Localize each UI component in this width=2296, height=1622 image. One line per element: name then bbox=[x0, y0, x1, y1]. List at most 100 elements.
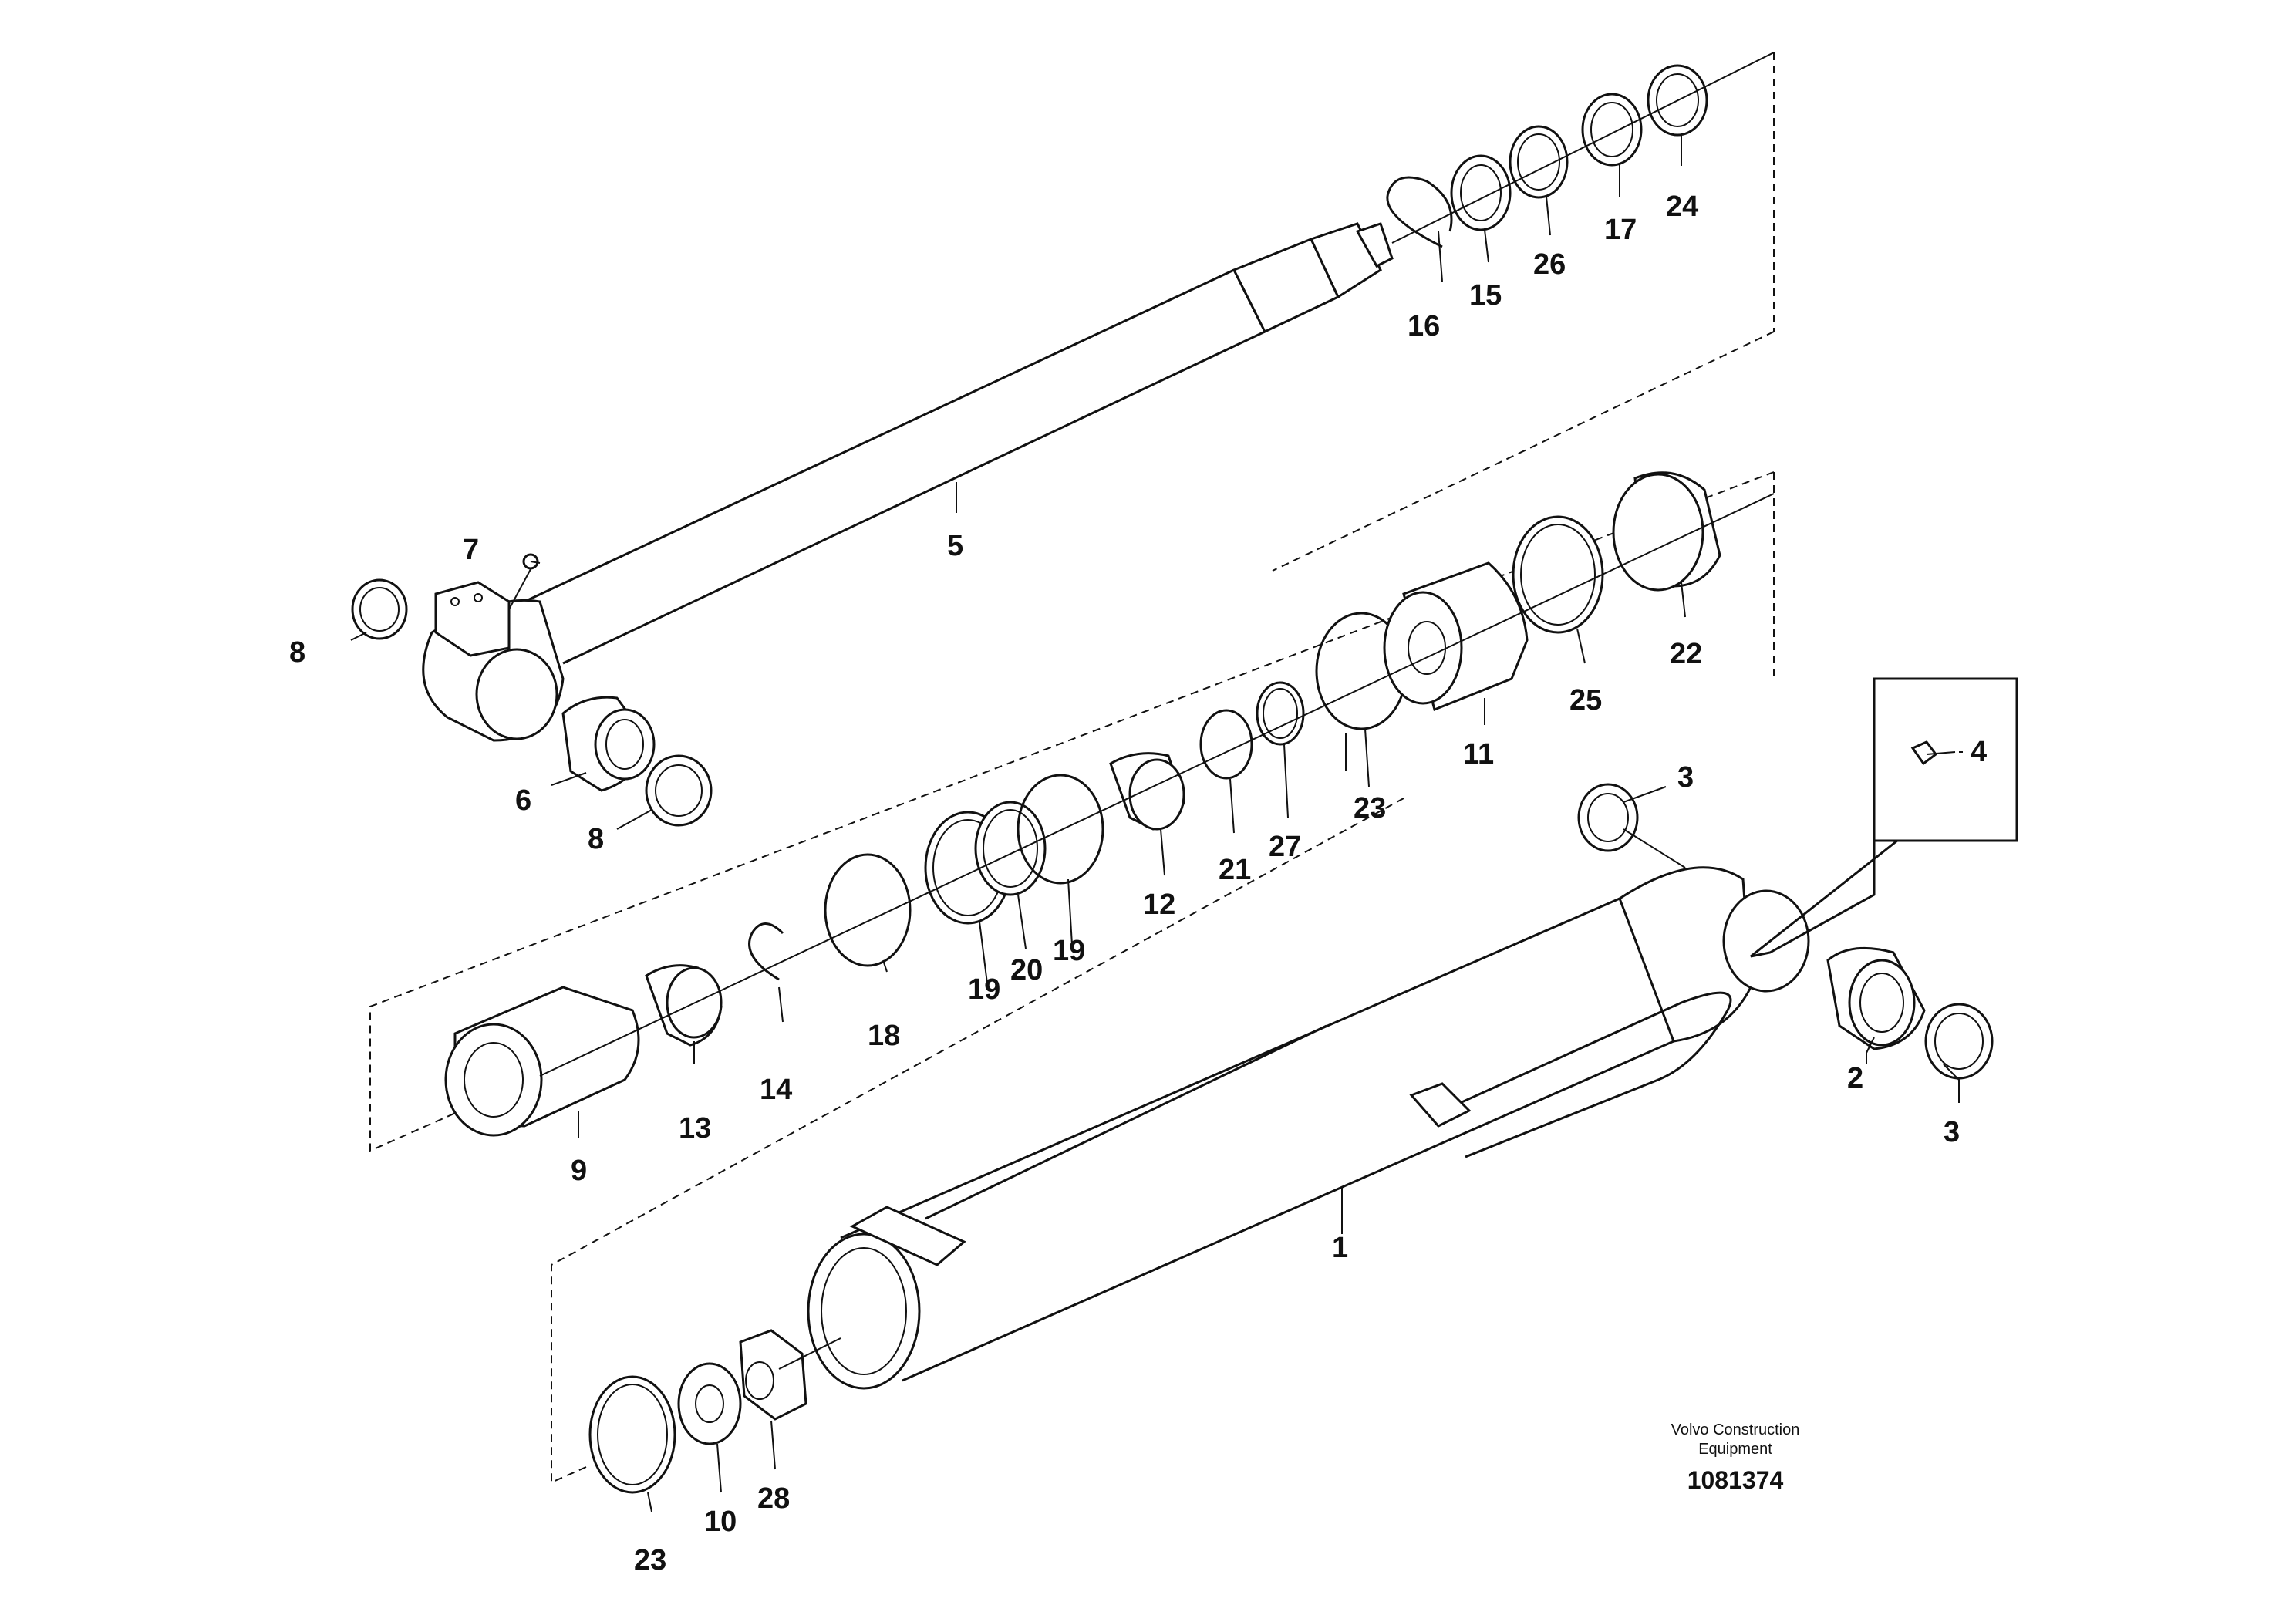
barrel-open-end bbox=[807, 1233, 921, 1390]
label-11: 11 bbox=[1463, 738, 1494, 771]
label-6: 6 bbox=[515, 784, 531, 817]
snap-ring-16 bbox=[1386, 176, 1453, 248]
seal-15-inner bbox=[1460, 164, 1502, 221]
label-12: 12 bbox=[1143, 889, 1175, 921]
ring-25-outer bbox=[1512, 515, 1604, 634]
rod-top-seals bbox=[1386, 52, 1775, 248]
rod-body bbox=[524, 268, 1266, 665]
seal-17-outer bbox=[1581, 93, 1643, 167]
label-8-right: 8 bbox=[588, 823, 604, 855]
label-23-top: 23 bbox=[1354, 792, 1386, 824]
label-8-left: 8 bbox=[289, 636, 305, 669]
block-hole-2 bbox=[474, 593, 483, 602]
barrel-axis-line bbox=[778, 1337, 841, 1370]
seal-3-top-inner bbox=[1587, 793, 1629, 842]
washer-10-outer bbox=[677, 1362, 742, 1445]
piston-9-face bbox=[444, 1023, 543, 1137]
ring-23b-inner bbox=[597, 1384, 668, 1485]
label-7: 7 bbox=[463, 534, 479, 566]
footer-branding: Volvo Construction Equipment 1081374 bbox=[1671, 1421, 1800, 1494]
dust-seal-8b-inner bbox=[655, 764, 703, 817]
label-9: 9 bbox=[571, 1155, 587, 1187]
label-16: 16 bbox=[1408, 310, 1440, 342]
part-labels: 1 2 3 3 4 5 6 7 8 8 9 10 11 12 13 14 15 … bbox=[289, 191, 1987, 1576]
label-25: 25 bbox=[1569, 684, 1602, 717]
rod-axis-line bbox=[1391, 52, 1775, 244]
ring-25-inner bbox=[1520, 524, 1596, 626]
barrel-end-bore bbox=[1722, 889, 1810, 993]
gland-11-face bbox=[1383, 591, 1463, 705]
rod-tip bbox=[1355, 222, 1394, 268]
block-hole-1 bbox=[450, 597, 460, 606]
leader-lines bbox=[350, 135, 1963, 1512]
rod-group-frame bbox=[1272, 52, 1775, 572]
pipe-fitting bbox=[1409, 1082, 1472, 1128]
ring-21 bbox=[1199, 709, 1253, 780]
bushing-6 bbox=[561, 696, 656, 792]
fitting-leader bbox=[508, 568, 531, 610]
barrel-group-frame bbox=[551, 798, 1404, 1484]
document-number: 1081374 bbox=[1687, 1466, 1784, 1494]
label-23-bottom: 23 bbox=[634, 1544, 666, 1576]
label-26: 26 bbox=[1533, 248, 1566, 281]
barrel-bottom-edge bbox=[902, 1040, 1674, 1382]
seal-3-leader-axis bbox=[1623, 828, 1686, 868]
label-1: 1 bbox=[1332, 1232, 1348, 1264]
ring-27-inner bbox=[1263, 688, 1298, 739]
grease-fitting-4 bbox=[1910, 740, 1938, 766]
label-2: 2 bbox=[1847, 1062, 1863, 1094]
seal-26-outer bbox=[1509, 125, 1569, 199]
label-19-left: 19 bbox=[968, 973, 1000, 1006]
seal-17-inner bbox=[1590, 102, 1633, 157]
group-frames bbox=[369, 52, 1775, 1484]
ring-20-outer bbox=[974, 801, 1047, 896]
ring-23b-outer bbox=[588, 1375, 676, 1494]
seal-24-inner bbox=[1656, 73, 1699, 127]
piston-9-bore bbox=[464, 1042, 524, 1118]
label-3-top: 3 bbox=[1677, 761, 1694, 794]
label-28: 28 bbox=[757, 1482, 790, 1515]
label-13: 13 bbox=[679, 1112, 711, 1145]
cylinder-barrel bbox=[807, 866, 1810, 1390]
brand-line-2: Equipment bbox=[1698, 1441, 1772, 1458]
ring-20-inner bbox=[983, 809, 1038, 888]
label-27: 27 bbox=[1269, 831, 1301, 863]
label-15: 15 bbox=[1469, 279, 1502, 312]
barrel-open-end-inner bbox=[821, 1247, 907, 1375]
seal-26-inner bbox=[1517, 133, 1560, 191]
label-20: 20 bbox=[1010, 954, 1043, 986]
ring-14 bbox=[748, 922, 784, 981]
barrel-end-cap bbox=[1618, 866, 1752, 1043]
label-24: 24 bbox=[1666, 191, 1698, 223]
rod-eye-bore bbox=[475, 648, 558, 740]
dust-seal-8-inner bbox=[359, 587, 400, 632]
ring-19b bbox=[1017, 774, 1104, 885]
seal-3-bottom-inner bbox=[1934, 1013, 1984, 1070]
washer-10-inner bbox=[695, 1384, 724, 1423]
piston-axis-line bbox=[539, 493, 1775, 1077]
label-4: 4 bbox=[1971, 736, 1987, 768]
label-19-right: 19 bbox=[1053, 935, 1085, 967]
label-21: 21 bbox=[1219, 854, 1251, 886]
label-18: 18 bbox=[868, 1020, 900, 1052]
label-22: 22 bbox=[1670, 638, 1702, 670]
piston-group bbox=[444, 471, 1775, 1137]
label-17: 17 bbox=[1604, 214, 1637, 246]
label-3-bottom: 3 bbox=[1944, 1116, 1960, 1148]
brand-line-1: Volvo Construction bbox=[1671, 1421, 1800, 1438]
piston-group-frame bbox=[369, 471, 1775, 1152]
hydraulic-pipe bbox=[925, 991, 1732, 1220]
grease-block bbox=[434, 581, 511, 657]
seal-3-bottom-outer bbox=[1924, 1003, 1994, 1080]
bushing-2 bbox=[1826, 946, 1926, 1050]
label-5: 5 bbox=[947, 530, 963, 562]
detail-callout-4 bbox=[1750, 677, 2018, 958]
barrel-bracket bbox=[849, 1206, 966, 1266]
nut-28-bore bbox=[745, 1361, 774, 1400]
barrel-top-edge bbox=[840, 897, 1620, 1239]
label-10: 10 bbox=[704, 1506, 737, 1538]
piston-rod-assembly bbox=[422, 222, 1394, 742]
ring-18 bbox=[824, 853, 912, 967]
label-14: 14 bbox=[760, 1074, 792, 1106]
ring-27-outer bbox=[1256, 681, 1305, 746]
